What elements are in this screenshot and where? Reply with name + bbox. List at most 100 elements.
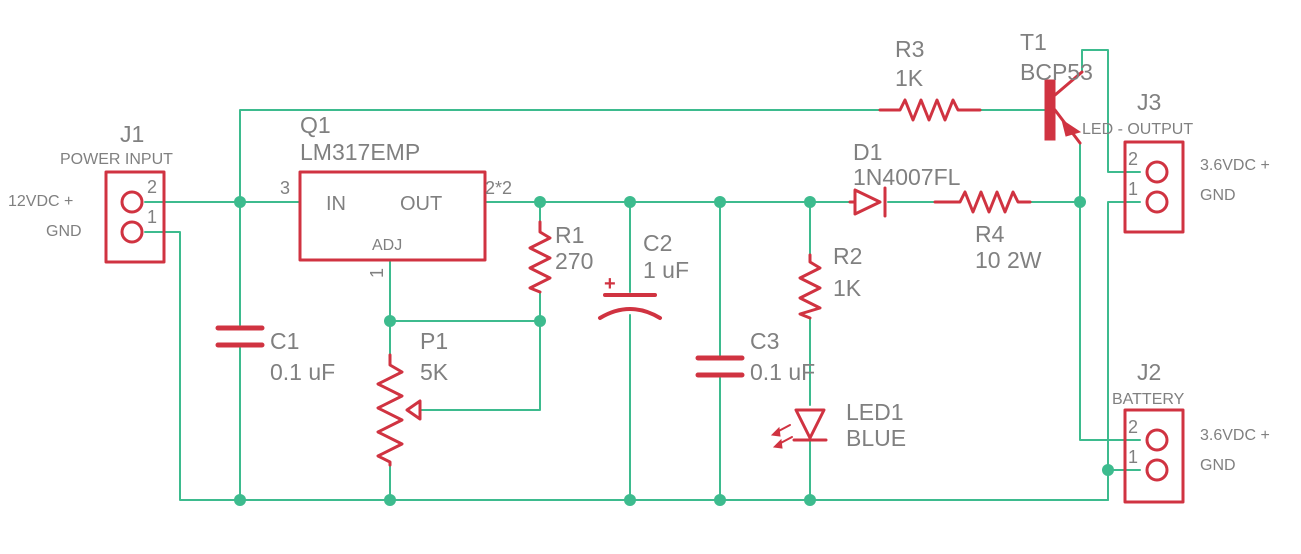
capacitor-c1: C1 0.1 uF: [215, 325, 335, 385]
connector-body: [1123, 408, 1185, 504]
regulator-body: [298, 170, 487, 262]
component-value: LED - OUTPUT: [1082, 121, 1193, 138]
led-ray-arrow: [770, 426, 781, 437]
component-value: 5K: [420, 359, 449, 385]
connector-pin: [1145, 190, 1169, 214]
component-value: 270: [555, 248, 593, 274]
polarity-mark: +: [604, 273, 616, 295]
component-value: 1K: [833, 275, 862, 301]
pin-label: IN: [326, 193, 346, 215]
pin-number: 2: [1128, 149, 1138, 169]
wire-r1-b: [419, 291, 541, 411]
resistor-zigzag: [878, 98, 982, 122]
capacitor-curved-plate: [598, 307, 662, 320]
resistor-r2: R2 1K: [798, 243, 862, 320]
component-ref: Q1: [300, 112, 331, 138]
junction-dot: [1074, 196, 1086, 208]
component-ref: R4: [975, 221, 1005, 247]
connector-body: [1123, 140, 1185, 234]
resistor-r3: R3 1K: [878, 36, 982, 122]
component-value: LM317EMP: [300, 139, 420, 165]
pin-number: 3: [280, 178, 290, 198]
component-ref: T1: [1020, 29, 1047, 55]
pin-label: 3.6VDC +: [1200, 157, 1270, 174]
component-value: BCP53: [1020, 59, 1093, 85]
component-ref: D1: [853, 139, 882, 165]
component-value: 1 uF: [643, 257, 689, 283]
potentiometer-p1: P1 5K: [376, 328, 449, 467]
transistor-emitter-arrow: [1061, 118, 1082, 137]
junction-dot: [624, 494, 636, 506]
potentiometer-wiper: [405, 399, 422, 421]
potentiometer-zigzag: [376, 353, 404, 467]
pin-label: ADJ: [372, 237, 402, 254]
pin-label: 12VDC +: [8, 193, 73, 210]
pin-number: 2*2: [485, 178, 512, 198]
component-ref: R2: [833, 243, 862, 269]
component-ref: R1: [555, 222, 584, 248]
component-ref: P1: [420, 328, 448, 354]
junction-dot: [804, 494, 816, 506]
component-value: 0.1 uF: [750, 359, 815, 385]
connector-j2: J2 BATTERY 2 1 3.6VDC + GND: [1112, 359, 1270, 504]
pin-label: GND: [1200, 457, 1236, 474]
regulator-q1: Q1 LM317EMP IN OUT ADJ 3 2*2 1: [280, 112, 512, 278]
resistor-r1: R1 270: [528, 220, 593, 294]
component-ref: C1: [270, 328, 299, 354]
pin-label: OUT: [400, 193, 442, 215]
junction-dot: [234, 494, 246, 506]
connector-body: [104, 170, 166, 264]
connector-pin: [1145, 458, 1169, 482]
component-ref: R3: [895, 36, 924, 62]
component-ref: C2: [643, 230, 672, 256]
led-ray-arrow: [772, 438, 783, 449]
component-value: BLUE: [846, 425, 906, 451]
pin-number: 1: [367, 268, 387, 278]
pin-number: 2: [1128, 417, 1138, 437]
junction-dot: [534, 196, 546, 208]
connector-pin: [120, 220, 144, 244]
connector-pin: [1145, 428, 1169, 452]
junction-dot: [534, 315, 546, 327]
pin-label: 3.6VDC +: [1200, 427, 1270, 444]
junctions: [234, 196, 1114, 506]
component-ref: J3: [1137, 89, 1161, 115]
junction-dot: [624, 196, 636, 208]
resistor-zigzag: [933, 190, 1032, 214]
junction-dot: [714, 494, 726, 506]
component-value: BATTERY: [1112, 391, 1185, 408]
junction-dot: [384, 315, 396, 327]
junction-dot: [804, 196, 816, 208]
component-ref: J1: [120, 121, 144, 147]
connector-j1: J1 POWER INPUT 2 1 12VDC + GND: [8, 121, 173, 264]
led-triangle: [794, 408, 826, 440]
component-value: POWER INPUT: [60, 151, 173, 168]
connector-pin: [120, 190, 144, 214]
pin-label: GND: [46, 223, 82, 240]
pin-number: 1: [1128, 447, 1138, 467]
diode-triangle: [853, 188, 882, 216]
junction-dot: [714, 196, 726, 208]
component-value: 10 2W: [975, 247, 1042, 273]
transistor-t1: T1 BCP53: [1020, 29, 1093, 145]
junction-dot: [384, 494, 396, 506]
pin-label: GND: [1200, 187, 1236, 204]
capacitor-c2: + C2 1 uF: [598, 230, 689, 320]
component-value: 0.1 uF: [270, 359, 335, 385]
component-ref: J2: [1137, 359, 1161, 385]
wire-j3-gnd: [1107, 201, 1141, 501]
wire-t1-j3: [1081, 49, 1141, 173]
connector-pin: [1145, 160, 1169, 184]
wire-top-rail: [239, 109, 881, 203]
component-value: 1K: [895, 65, 924, 91]
junction-dot: [1102, 464, 1114, 476]
pin-number: 1: [1128, 179, 1138, 199]
resistor-r4: R4 10 2W: [933, 190, 1042, 273]
connector-j3: J3 LED - OUTPUT 2 1 3.6VDC + GND: [1082, 89, 1270, 234]
resistor-zigzag: [528, 220, 552, 294]
transistor-collector: [1053, 70, 1084, 97]
component-ref: C3: [750, 328, 779, 354]
component-value: 1N4007FL: [853, 164, 961, 190]
wire-t1-j2: [1079, 142, 1141, 441]
